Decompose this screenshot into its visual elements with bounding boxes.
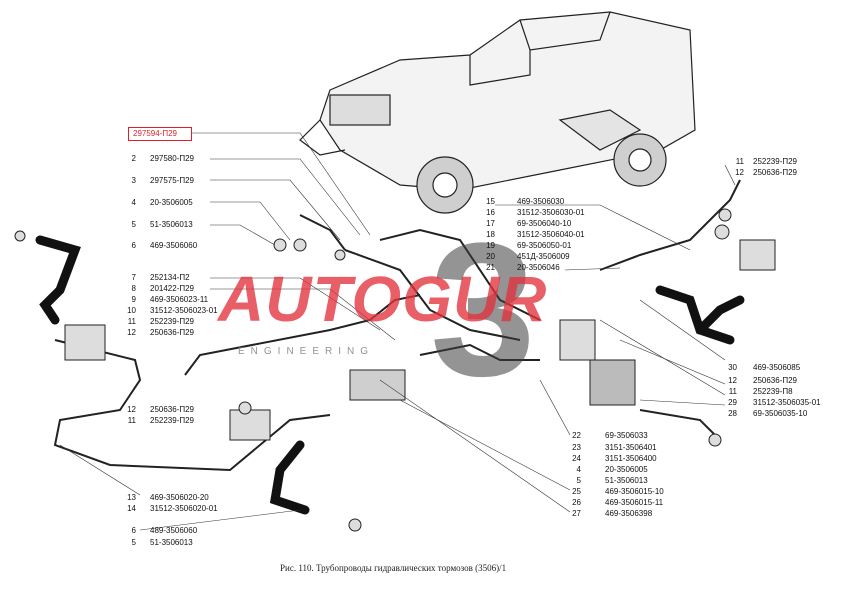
callout-part-code: 51-3506013: [150, 220, 193, 229]
vehicle-illustration: [299, 11, 696, 214]
callout-number: 13: [127, 493, 136, 502]
callout-number: 29: [728, 398, 737, 407]
callout-number: 18: [486, 230, 495, 239]
callout-number: 6: [131, 241, 136, 250]
callout-number: 22: [572, 431, 581, 440]
callout-number: 11: [127, 416, 136, 425]
callout-part-code: 469-3506398: [605, 509, 653, 518]
callout-part-code: 250636-П29: [150, 405, 195, 414]
callout-part-code: 469-3506030: [517, 197, 565, 206]
callout-number: 5: [576, 476, 581, 485]
leader-lines: [59, 132, 736, 531]
callout-part-code: 297580-П29: [150, 154, 195, 163]
highlighted-part-label[interactable]: 297594-П29: [128, 127, 192, 141]
callout-number: 5: [131, 220, 136, 229]
callout-number: 12: [127, 328, 136, 337]
callout-part-code: 297575-П29: [150, 176, 195, 185]
callout-number: 6: [131, 526, 136, 535]
callout-part-code: 469-3506020-20: [150, 493, 209, 502]
callout-part-code: 469-3506015-10: [605, 487, 664, 496]
fittings: [14, 208, 776, 532]
callout-part-code: 69-3506033: [605, 431, 648, 440]
callout-part-code: 451Д-3506009: [517, 252, 570, 261]
callout-part-code: 51-3506013: [605, 476, 648, 485]
callout-part-code: 69-3506050-01: [517, 241, 572, 250]
callout-number: 12: [735, 168, 744, 177]
callout-number: 10: [127, 306, 136, 315]
callout-number: 8: [131, 284, 136, 293]
callout-part-code: 252239-П29: [150, 317, 195, 326]
callout-number: 7: [131, 273, 136, 282]
callout-number: 14: [127, 504, 136, 513]
callout-part-code: 20-3506046: [517, 263, 560, 272]
callout-number: 4: [131, 198, 136, 207]
highlighted-part-code: 297594-П29: [133, 129, 178, 138]
callout-part-code: 3151-3506401: [605, 443, 657, 452]
callout-part-code: 31512-3506023-01: [150, 306, 218, 315]
callout-number: 23: [572, 443, 581, 452]
callout-part-code: 469-3506015-11: [605, 498, 664, 507]
figure-caption: Рис. 110. Трубопроводы гидравлических то…: [280, 563, 507, 573]
callout-number: 17: [486, 219, 495, 228]
watermark-digit: 3: [430, 204, 536, 416]
callout-part-code: 20-3506005: [150, 198, 193, 207]
callout-part-code: 31512-3506020-01: [150, 504, 218, 513]
callout-number: 11: [735, 157, 744, 166]
callout-number: 27: [572, 509, 581, 518]
watermark-subtitle: ENGINEERING: [238, 346, 375, 357]
callout-number: 21: [486, 263, 495, 272]
callout-part-code: 252239-П29: [150, 416, 195, 425]
callout-part-code: 51-3506013: [150, 538, 193, 547]
callout-number: 26: [572, 498, 581, 507]
callout-part-code: 31512-3506030-01: [517, 208, 585, 217]
callout-part-code: 469-3506085: [753, 363, 801, 372]
callout-part-code: 250636-П29: [753, 168, 798, 177]
callout-number: 12: [127, 405, 136, 414]
callout-number: 5: [131, 538, 136, 547]
callout-number: 20: [486, 252, 495, 261]
callout-part-code: 469-3506060: [150, 241, 198, 250]
callout-part-code: 31512-3506035-01: [753, 398, 821, 407]
callout-part-code: 252239-П8: [753, 387, 793, 396]
callout-part-code: 3151-3506400: [605, 454, 657, 463]
callout-number: 2: [131, 154, 136, 163]
callout-number: 12: [728, 376, 737, 385]
callout-number: 4: [576, 465, 581, 474]
callout-number: 19: [486, 241, 495, 250]
watermark-brand: AUTOGUR: [218, 263, 548, 335]
hoses: [35, 235, 745, 515]
callout-part-code: 69-3506035-10: [753, 409, 808, 418]
callout-part-code: 201422-П29: [150, 284, 195, 293]
callout-part-code: 469-3506023-11: [150, 295, 209, 304]
callout-number: 9: [131, 295, 136, 304]
callout-number: 30: [728, 363, 737, 372]
callout-part-code: 31512-3506040-01: [517, 230, 585, 239]
callout-part-code: 250636-П29: [753, 376, 798, 385]
callout-number: 11: [127, 317, 136, 326]
callout-number: 3: [131, 176, 136, 185]
callout-part-code: 489-3506060: [150, 526, 198, 535]
callout-part-code: 252134-П2: [150, 273, 190, 282]
callout-number: 15: [486, 197, 495, 206]
callout-part-code: 69-3506040-10: [517, 219, 572, 228]
callout-part-code: 250636-П29: [150, 328, 195, 337]
callout-number: 16: [486, 208, 495, 217]
callout-part-code: 20-3506005: [605, 465, 648, 474]
callout-number: 25: [572, 487, 581, 496]
pipes: [53, 179, 741, 472]
callout-number: 11: [728, 387, 737, 396]
callout-number: 24: [572, 454, 581, 463]
callout-part-code: 252239-П29: [753, 157, 798, 166]
callout-number: 28: [728, 409, 737, 418]
